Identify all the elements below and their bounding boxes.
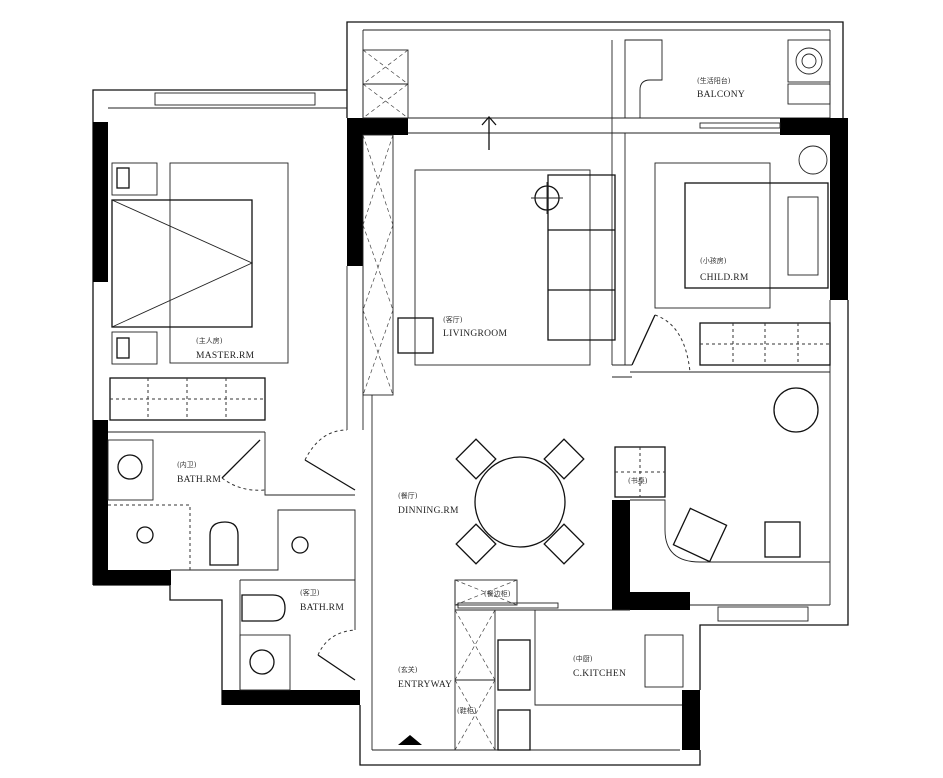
doors [221, 314, 691, 681]
north-arrow-head-icon [481, 116, 497, 126]
kitchen-fixtures [454, 579, 684, 751]
living-furniture [397, 169, 616, 366]
partitions [108, 40, 830, 750]
study-furniture [614, 387, 830, 563]
child-label: CHILD.RM [700, 273, 749, 283]
bath-fixtures [107, 439, 309, 691]
bath-inner-cn-label: (内卫) [177, 460, 197, 469]
kitchen-label: C.KITCHEN [573, 669, 626, 679]
living-wardrobe [362, 134, 394, 396]
child-wardrobe [699, 322, 831, 366]
bath-guest-label: BATH.RM [300, 603, 344, 613]
balcony-fixtures [362, 39, 831, 129]
sideboard-label: (餐边柜) [484, 589, 511, 598]
master-bed [111, 162, 289, 365]
desk-label: (书桌) [628, 476, 648, 485]
entry-label: ENTRYWAY [398, 680, 452, 690]
bath-guest-cn-label: (客卫) [300, 588, 320, 597]
living-cn-label: (客厅) [443, 315, 463, 324]
shoe-cabinet-label: (鞋柜) [457, 706, 477, 715]
dining-label: DINNING.RM [398, 506, 459, 516]
balcony-cn-label: (生活阳台) [697, 76, 731, 85]
kitchen-cn-label: (中厨) [573, 654, 593, 663]
child-cn-label: (小孩房) [700, 256, 727, 265]
master-cn-label: (主人房) [196, 336, 223, 345]
master-wardrobe [109, 377, 266, 421]
living-label: LIVINGROOM [443, 329, 507, 339]
structural-walls [93, 118, 848, 750]
dining-set [455, 438, 585, 565]
entry-arrow-icon [398, 735, 422, 745]
bath-inner-label: BATH.RM [177, 475, 221, 485]
balcony-label: BALCONY [697, 90, 745, 100]
entry-cn-label: (玄关) [398, 665, 418, 674]
dining-cn-label: (餐厅) [398, 491, 418, 500]
child-bed [654, 145, 829, 309]
master-label: MASTER.RM [196, 351, 255, 361]
